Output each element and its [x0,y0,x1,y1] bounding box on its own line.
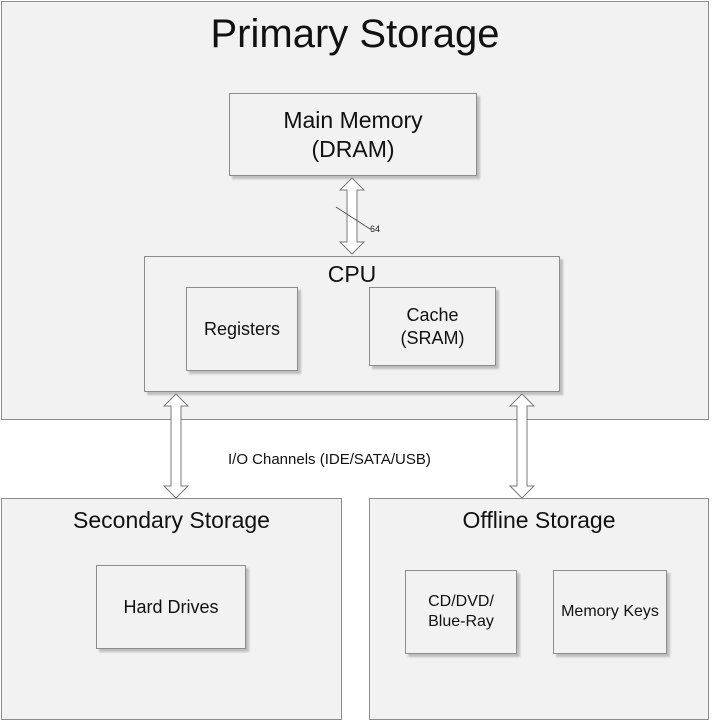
cpu-title: CPU [327,261,377,287]
cache-label: Cache [406,305,459,325]
cache-type: (SRAM) [400,327,465,348]
offline-storage-title: Offline Storage [462,507,616,533]
optical-media-label-2: Blue-Ray [428,613,494,630]
bus-width-label: 64 [370,224,381,234]
cpu-offline-arrow [508,393,536,499]
registers-box: Registers [186,287,298,371]
registers-label: Registers [203,318,281,339]
hard-drives-box: Hard Drives [96,565,246,649]
main-memory-type: (DRAM) [311,135,395,162]
memory-keys-box: Memory Keys [553,570,667,654]
cache-box: Cache (SRAM) [369,287,496,366]
io-channels-label: I/O Channels (IDE/SATA/USB) [228,451,431,468]
main-memory-label: Main Memory [283,106,423,133]
optical-media-box: CD/DVD/ Blue-Ray [405,570,517,654]
primary-storage-title: Primary Storage [210,12,500,56]
bus-width-slash [335,206,371,230]
memory-cpu-arrow [338,177,366,255]
secondary-storage-title: Secondary Storage [73,507,270,533]
cpu-secondary-arrow [162,393,190,499]
optical-media-label: CD/DVD/ [428,593,494,610]
memory-keys-label: Memory Keys [561,603,659,620]
hard-drives-label: Hard Drives [123,596,219,617]
main-memory-box: Main Memory (DRAM) [229,93,477,176]
